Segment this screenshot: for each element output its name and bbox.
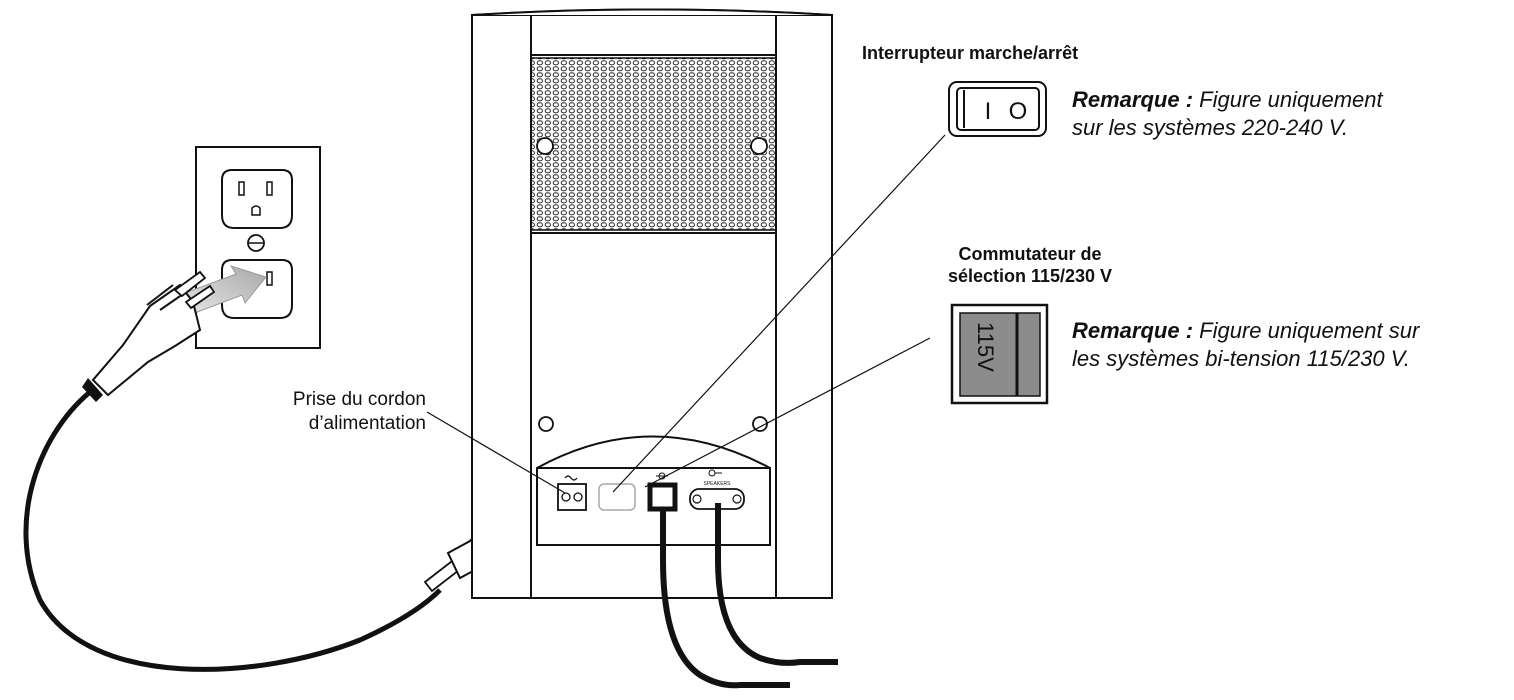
power-switch-note-line2: sur les systèmes 220-240 V. (1072, 115, 1348, 140)
switch-on-mark: I (985, 98, 992, 125)
voltage-selector-note: Remarque : Figure uniquement sur les syst… (1072, 317, 1512, 373)
audio-cables (660, 503, 838, 689)
voltage-selector-title: Commutateur de sélection 115/230 V (860, 243, 1200, 287)
power-cord-socket-label: Prise du cordon d’alimentation (200, 388, 426, 436)
power-cord-socket-line2: d’alimentation (308, 413, 426, 434)
leader-lines (426, 134, 946, 494)
power-cord-socket-line1: Prise du cordon (292, 389, 426, 410)
power-switch-note-prefix: Remarque : (1072, 87, 1194, 112)
selector-value: 115V (973, 322, 998, 372)
voltage-selector-title-line2: sélection 115/230 V (947, 266, 1113, 286)
voltage-selector-note-line2: les systèmes bi-tension 115/230 V. (1072, 346, 1410, 371)
speaker-unit: SPEAKERS (471, 8, 833, 599)
power-switch-illustration: I O (948, 81, 1047, 137)
voltage-selector-note-prefix: Remarque : (1072, 318, 1194, 343)
voltage-selector-illustration: 115V (950, 303, 1049, 405)
switch-off-mark: O (1009, 98, 1028, 125)
voltage-selector-title-line1: Commutateur de (958, 244, 1102, 264)
power-switch-note: Remarque : Figure uniquement sur les syst… (1072, 86, 1502, 142)
power-switch-note-line1: Figure uniquement (1193, 87, 1383, 112)
speakers-jack-label: SPEAKERS (704, 481, 732, 487)
plug-in-arrow-wall (184, 265, 267, 315)
voltage-selector-note-line1: Figure uniquement sur (1193, 318, 1420, 343)
power-switch-title: Interrupteur marche/arrêt (862, 43, 1079, 63)
wall-outlet (195, 146, 321, 349)
